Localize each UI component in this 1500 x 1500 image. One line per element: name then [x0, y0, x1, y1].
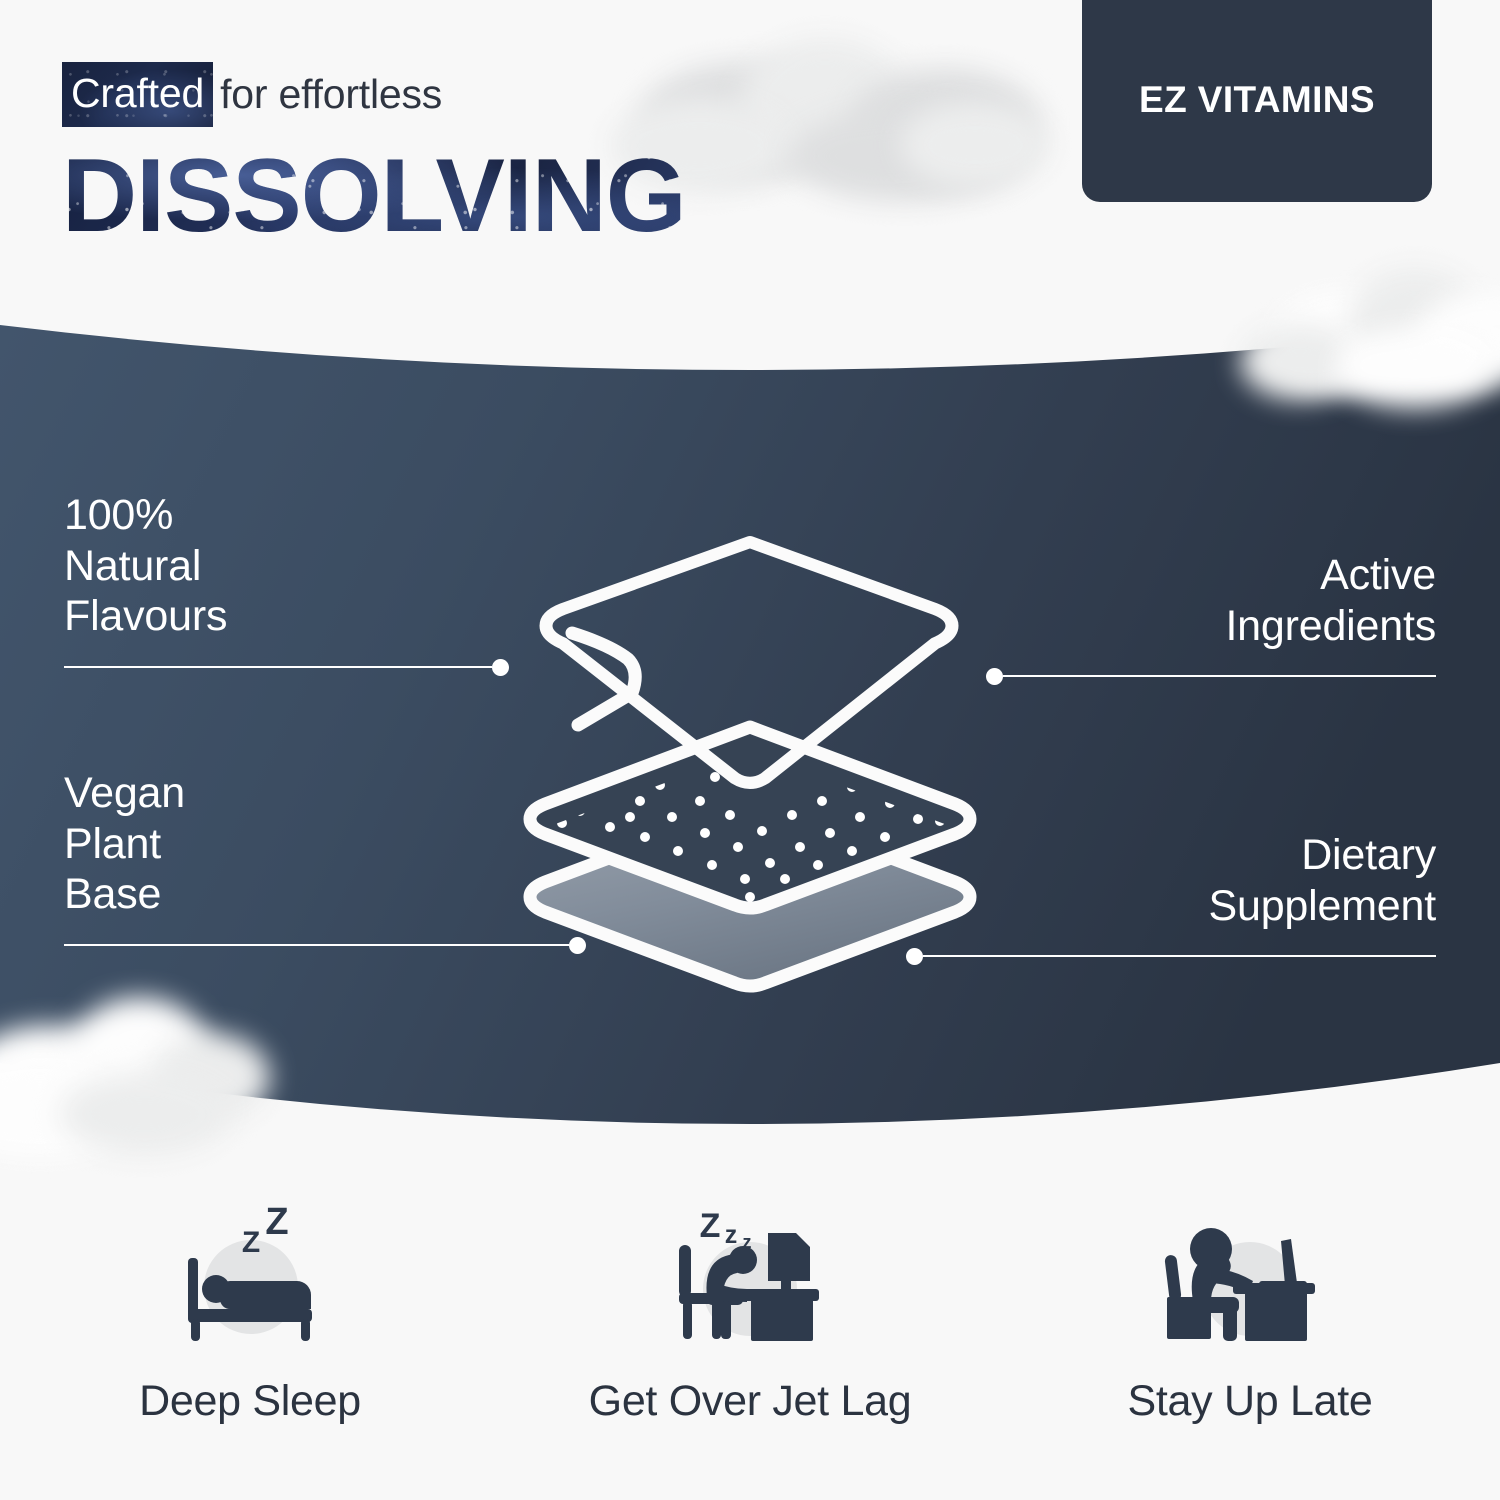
feature-natural-flavours: 100% Natural Flavours [64, 490, 509, 678]
feature-vegan-plant-base-label: Vegan Plant Base [64, 769, 185, 919]
svg-text:z: z [725, 1221, 738, 1249]
benefit-get-over-jet-lag-label: Get Over Jet Lag [588, 1377, 912, 1425]
feature-natural-flavours-label: 100% Natural Flavours [64, 491, 228, 641]
texture-dots [557, 768, 945, 902]
top-outline-layer [539, 535, 959, 789]
person-awake-at-desk-icon [1164, 1228, 1315, 1341]
connector-bar [923, 955, 1436, 958]
svg-text:Z: Z [265, 1205, 288, 1243]
feature-active-ingredients: Active Ingredients [986, 550, 1436, 687]
benefit-deep-sleep-label: Deep Sleep [139, 1377, 361, 1425]
benefit-stay-up-late: Stay Up Late [1000, 1205, 1500, 1426]
connector-bar [64, 944, 569, 947]
svg-text:Z: Z [700, 1207, 721, 1245]
benefit-get-over-jet-lag: Z z z [500, 1205, 1000, 1426]
svg-text:z: z [743, 1232, 752, 1252]
feature-active-ingredients-label: Active Ingredients [1225, 551, 1436, 650]
connector-line-vegan-plant-base [64, 934, 586, 956]
feature-vegan-plant-base: Vegan Plant Base [64, 768, 586, 956]
benefits-row: Z Z Deep Sleep [0, 1205, 1500, 1426]
kicker-badge: Crafted [62, 62, 213, 127]
feature-dietary-supplement-label: Dietary Supplement [1208, 831, 1437, 930]
feature-dietary-supplement: Dietary Supplement [906, 830, 1436, 967]
stacked-dissolving-film-layers-icon [500, 515, 1000, 1005]
connector-dot [569, 937, 586, 955]
connector-dot [906, 948, 923, 966]
brand-badge: EZ VITAMINS [1082, 0, 1432, 202]
person-sleeping-in-bed-icon: Z Z [188, 1205, 312, 1341]
connector-dot [986, 668, 1003, 686]
benefit-stay-up-late-label: Stay Up Late [1127, 1377, 1373, 1425]
connector-bar [64, 666, 492, 669]
layers-illustration [523, 535, 977, 993]
connector-bar [1003, 675, 1436, 678]
benefit-deep-sleep: Z Z Deep Sleep [0, 1205, 500, 1426]
page-title: DISSOLVING [62, 138, 686, 254]
middle-dotted-layer [523, 720, 977, 915]
brand-name: EZ VITAMINS [1139, 79, 1375, 120]
connector-dot [492, 659, 509, 677]
connector-line-active-ingredients [986, 665, 1436, 687]
connector-line-natural-flavours [64, 656, 509, 678]
person-asleep-at-desk-icon: Z z z [679, 1207, 819, 1341]
svg-text:Z: Z [242, 1226, 260, 1259]
kicker-rest-text: for effortless [220, 71, 443, 117]
connector-line-dietary-supplement [906, 945, 1436, 967]
